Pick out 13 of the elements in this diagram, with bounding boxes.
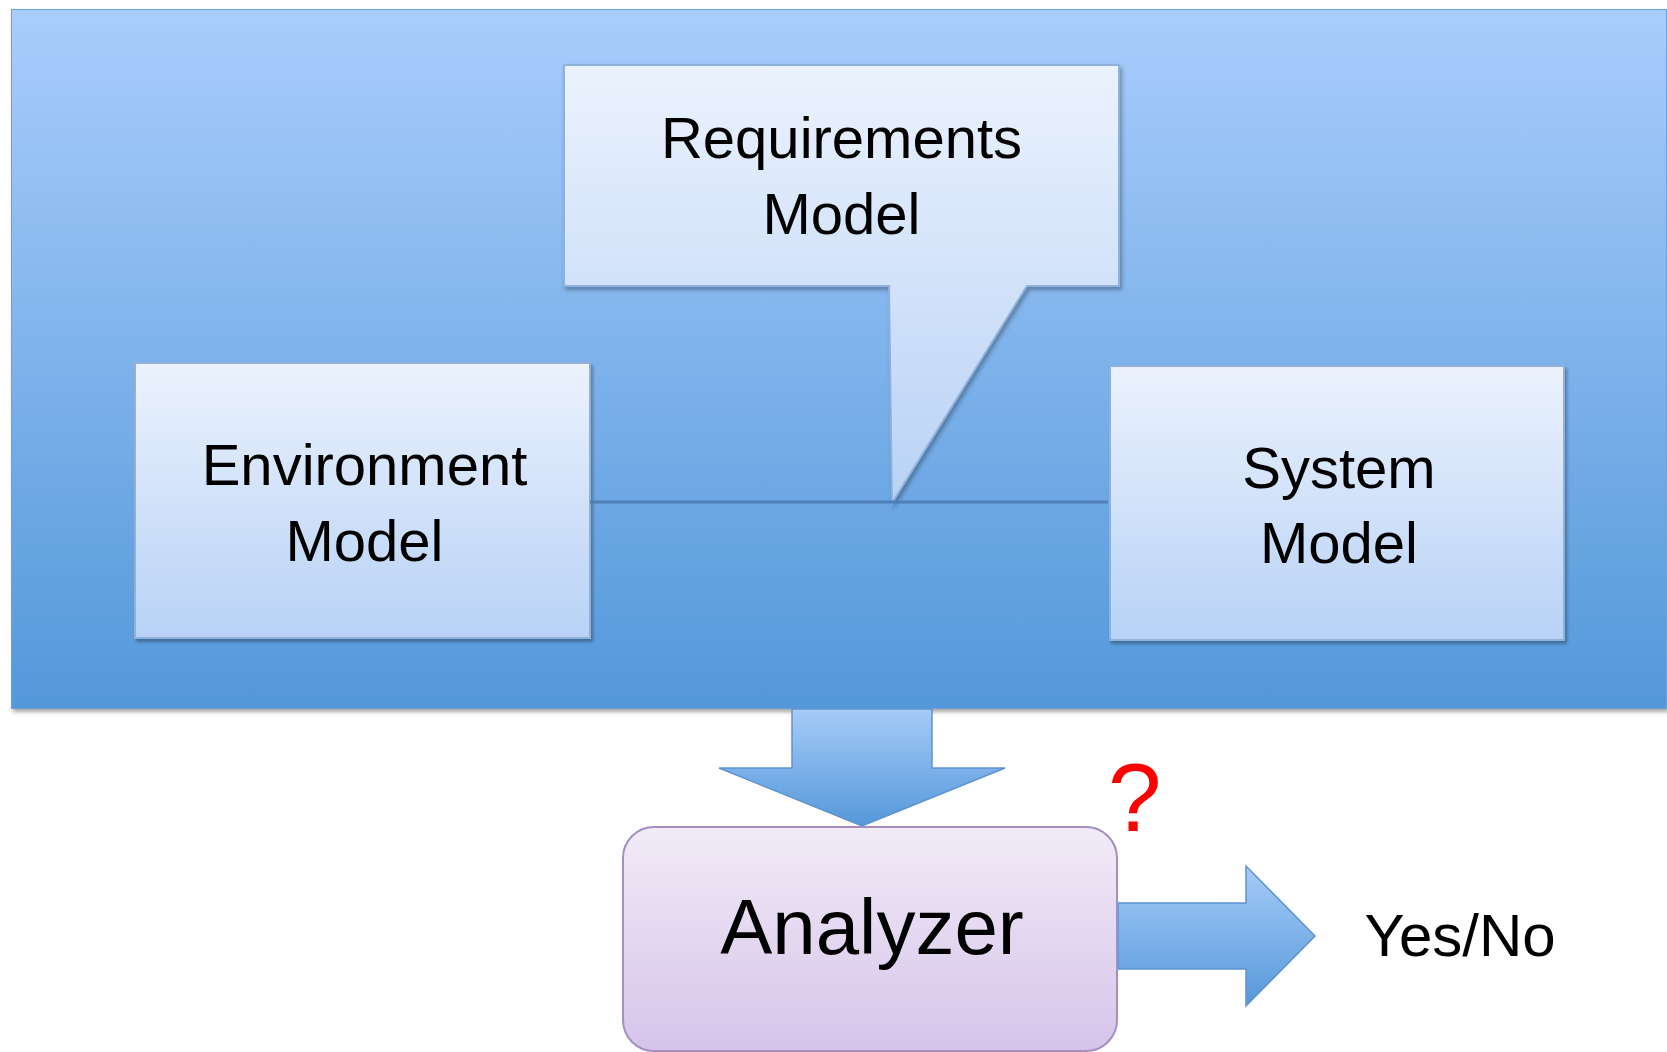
background-panel	[11, 9, 1667, 709]
node-label: Yes/No	[1363, 901, 1557, 971]
node-label: Environment Model	[200, 431, 529, 575]
block-arrow	[718, 708, 1006, 827]
question-mark: ?	[1108, 750, 1162, 846]
model-box	[134, 362, 591, 639]
model-box	[1109, 365, 1565, 641]
node-label: System Model	[1241, 433, 1437, 577]
node-label: Requirements Model	[659, 104, 1024, 248]
callout-box	[564, 65, 1119, 503]
block-arrow	[1117, 864, 1317, 1008]
connector-line	[590, 500, 1108, 504]
node-label: Analyzer	[719, 882, 1025, 974]
